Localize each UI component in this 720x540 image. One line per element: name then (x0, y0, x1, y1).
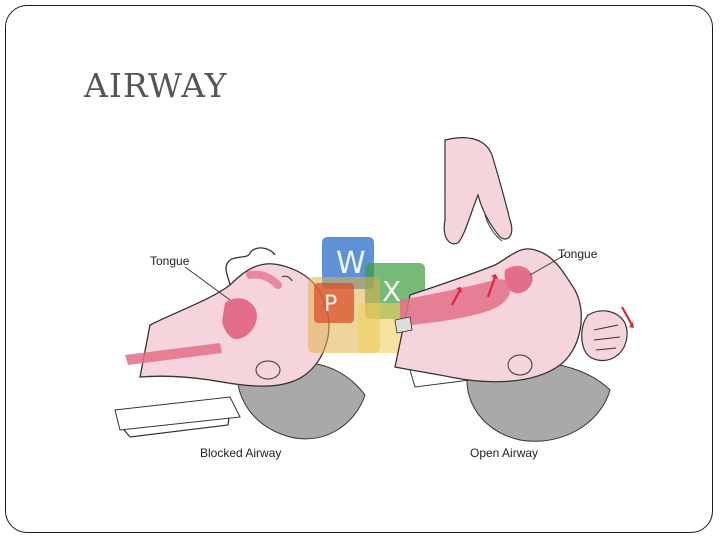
blocked-airway-caption: Blocked Airway (200, 446, 281, 460)
airway-illustration: W X P (110, 125, 650, 470)
svg-text:P: P (324, 292, 337, 317)
left-tongue-label: Tongue (150, 254, 190, 268)
svg-text:X: X (382, 275, 401, 308)
open-airway-figure (394, 137, 634, 442)
right-tongue-label: Tongue (558, 247, 598, 261)
open-airway-caption: Open Airway (470, 446, 538, 460)
svg-text:W: W (336, 246, 366, 281)
slide-title: AIRWAY (84, 66, 228, 105)
